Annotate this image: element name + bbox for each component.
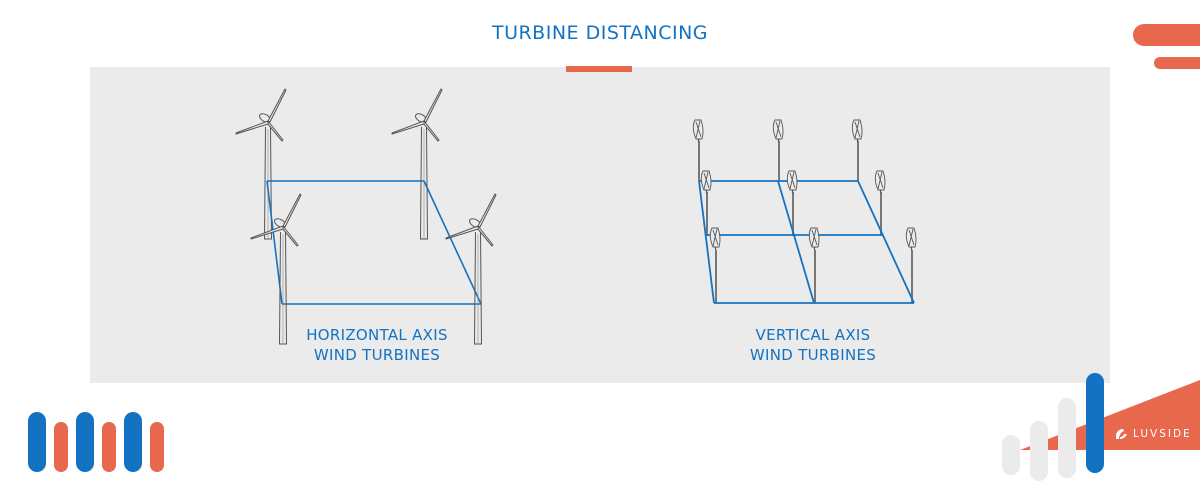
vawt-label: VERTICAL AXIS WIND TURBINES xyxy=(706,325,920,365)
luvside-logo-icon xyxy=(1116,429,1127,439)
top-right-decor-pill-small xyxy=(1154,57,1200,69)
hawt-turbine-front-right xyxy=(445,193,497,345)
brand-logo: LUVSIDE xyxy=(1114,428,1192,440)
vawt-turbine-r3-c3 xyxy=(905,227,917,251)
hawt-label-line2: WIND TURBINES xyxy=(313,346,441,364)
vawt-turbine-r3-c1 xyxy=(709,227,721,251)
decor-rise-bar-2 xyxy=(1030,421,1048,481)
decor-bar-blue-2 xyxy=(76,412,94,472)
top-right-decor-pill-large xyxy=(1133,24,1200,46)
turbine-distancing-diagram xyxy=(235,88,1200,450)
hawt-turbine-back-left xyxy=(235,88,287,240)
vawt-turbine-r1-c3 xyxy=(851,119,863,143)
brand-name: LUVSIDE xyxy=(1133,428,1192,440)
vawt-turbine-r1-c2 xyxy=(772,119,784,143)
vawt-turbine-r2-c2 xyxy=(786,170,798,194)
diagram-panel xyxy=(90,67,1110,383)
decor-rise-bar-1 xyxy=(1002,435,1020,475)
decor-bar-orange-1 xyxy=(54,422,68,472)
decor-bar-orange-2 xyxy=(102,422,116,472)
vawt-turbine-r3-c2 xyxy=(808,227,820,251)
vawt-spacing-grid xyxy=(698,180,915,304)
vawt-turbine-r1-c1 xyxy=(692,119,704,143)
vawt-label-line2: WIND TURBINES xyxy=(749,346,877,364)
vawt-diagram xyxy=(692,119,917,304)
title-accent-bar xyxy=(566,66,632,72)
decor-rise-bar-3 xyxy=(1058,398,1076,478)
hawt-turbine-back-right xyxy=(391,88,443,240)
decor-rise-bar-blue xyxy=(1086,373,1104,473)
vawt-turbine-r2-c3 xyxy=(874,170,886,194)
decor-bar-orange-3 xyxy=(150,422,164,472)
vawt-label-line1: VERTICAL AXIS xyxy=(755,326,871,344)
hawt-spacing-grid xyxy=(266,180,482,305)
hawt-label: HORIZONTAL AXIS WIND TURBINES xyxy=(270,325,484,365)
hawt-diagram xyxy=(235,88,497,345)
hawt-turbine-front-left xyxy=(250,193,302,345)
decor-bar-blue-3 xyxy=(124,412,142,472)
page-title: TURBINE DISTANCING xyxy=(491,22,709,44)
vawt-turbine-r2-c1 xyxy=(700,170,712,194)
hawt-label-line1: HORIZONTAL AXIS xyxy=(306,326,448,344)
decor-bar-blue-1 xyxy=(28,412,46,472)
